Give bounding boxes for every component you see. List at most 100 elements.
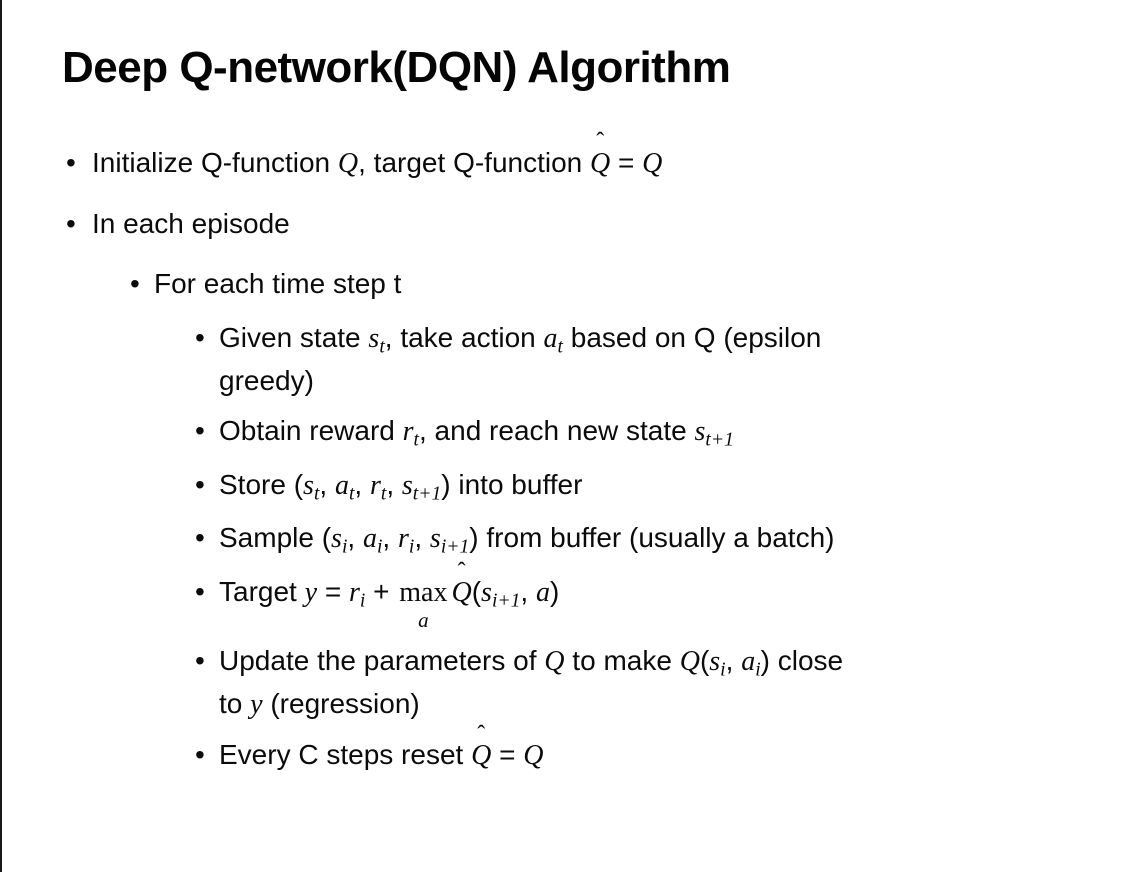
- math-var: r: [348, 576, 360, 608]
- math-var: Q: [642, 147, 663, 179]
- bullet-marker: •: [195, 644, 205, 676]
- slide: Deep Q-network(DQN) Algorithm • Initializ…: [62, 43, 1094, 777]
- text-run: to make: [564, 644, 680, 676]
- bullet-text: Obtain reward rt, and reach new state st…: [219, 411, 1094, 455]
- math-var: a: [543, 322, 558, 354]
- hat-accent: ˆ: [477, 722, 486, 749]
- text-run: ) from buffer (usually a batch): [469, 522, 835, 554]
- math-subscript: t: [348, 483, 355, 505]
- math-var: Q: [471, 740, 492, 772]
- bullet-marker: •: [195, 522, 205, 554]
- bullet-item: •In each episode: [62, 204, 1094, 244]
- bullet-item: • Initialize Q-function Q, target Q-funct…: [62, 131, 1094, 184]
- math-var: Q: [451, 576, 472, 608]
- math-var: r: [402, 416, 414, 448]
- bullet-item: • Obtain reward rt, and reach new state s…: [62, 411, 1094, 455]
- text-run: ) into buffer: [441, 468, 583, 500]
- math-var: s: [709, 645, 721, 677]
- text-run: +: [365, 575, 398, 607]
- math-var: a: [334, 469, 349, 501]
- text-run: Obtain reward: [219, 415, 403, 447]
- bullet-marker: •: [195, 575, 205, 607]
- math-subscript: t: [379, 336, 385, 358]
- math-var: s: [481, 576, 492, 608]
- math-var: Q: [679, 645, 700, 677]
- text-run: Given state: [219, 321, 369, 353]
- bullet-item: •For each time step t: [62, 264, 1094, 304]
- text-run: greedy): [219, 365, 314, 397]
- text-run: , and reach new state: [419, 415, 695, 447]
- text-run: ,: [382, 522, 398, 554]
- text-run: For each time step t: [154, 267, 402, 299]
- text-run: ,: [520, 575, 536, 607]
- math-subscript: t+1: [705, 429, 734, 451]
- bullet-text: Update the parameters of Q to make Q(si,…: [219, 641, 1094, 726]
- text-run: ,: [414, 522, 430, 554]
- math-var: s: [303, 469, 314, 501]
- slide-left-edge: [0, 0, 2, 872]
- text-run: ,: [319, 468, 335, 500]
- math-var: r: [369, 469, 381, 501]
- bullet-marker: •: [195, 739, 205, 771]
- text-run: ,: [347, 522, 363, 554]
- text-run: (: [471, 575, 482, 607]
- math-subscript: i: [376, 536, 383, 558]
- math-var: a: [535, 576, 550, 608]
- text-run: , take action: [384, 321, 544, 353]
- math-var: Q: [590, 147, 611, 179]
- math-subscript: i+1: [440, 536, 470, 558]
- text-run: ,: [354, 468, 370, 500]
- math-subscript: t: [380, 483, 387, 505]
- text-run: Update the parameters of: [219, 644, 545, 676]
- math-var: s: [401, 469, 413, 501]
- text-run: =: [491, 739, 524, 771]
- math-var: y: [304, 576, 318, 608]
- hat-accent: ˆ: [457, 558, 466, 585]
- bullet-text: Store (st, at, rt, st+1) into buffer: [219, 465, 1094, 509]
- math-var: a: [362, 523, 377, 555]
- bullet-text: Given state st, take action at based on …: [219, 318, 1094, 402]
- hat-accent: ˆ: [596, 129, 605, 156]
- math-var: Q: [523, 740, 544, 772]
- math-var: s: [331, 523, 342, 555]
- text-run: =: [317, 575, 349, 607]
- bullet-marker: •: [66, 146, 76, 178]
- text-run: to: [219, 688, 251, 720]
- text-run: based on Q (epsilon: [562, 321, 822, 353]
- math-var: s: [694, 416, 706, 448]
- text-run: =: [610, 146, 643, 178]
- math-var: s: [429, 523, 441, 555]
- bullet-list: • Initialize Q-function Q, target Q-funct…: [62, 131, 1094, 777]
- math-subscript: t: [557, 336, 563, 358]
- bullet-marker: •: [195, 415, 205, 447]
- math-var: a: [741, 645, 756, 677]
- math-subscript: i+1: [491, 590, 521, 612]
- bullet-item: •Given state st, take action at based on…: [62, 318, 1094, 402]
- max-word: max: [399, 576, 448, 608]
- math-var: s: [368, 322, 380, 354]
- math-subscript: t: [413, 429, 419, 451]
- bullet-marker: •: [195, 321, 205, 353]
- bullet-marker: •: [195, 468, 205, 500]
- bullet-item: • Update the parameters of Q to make Q(si…: [62, 641, 1094, 726]
- bullet-text: For each time step t: [154, 264, 1094, 304]
- math-subscript: i: [755, 659, 761, 681]
- slide-title: Deep Q-network(DQN) Algorithm: [62, 43, 731, 92]
- math-var: r: [397, 523, 409, 555]
- text-run: (regression): [262, 688, 420, 720]
- bullet-text: In each episode: [92, 204, 1094, 244]
- bullet-text: Initialize Q-function Q, target Q-functi…: [92, 131, 1094, 184]
- text-run: ): [549, 575, 560, 607]
- math-subscript: i: [359, 590, 366, 612]
- math-var: y: [250, 689, 263, 721]
- text-run: (: [699, 644, 710, 676]
- math-subscript: i: [720, 659, 726, 681]
- math-subscript: t+1: [412, 483, 442, 505]
